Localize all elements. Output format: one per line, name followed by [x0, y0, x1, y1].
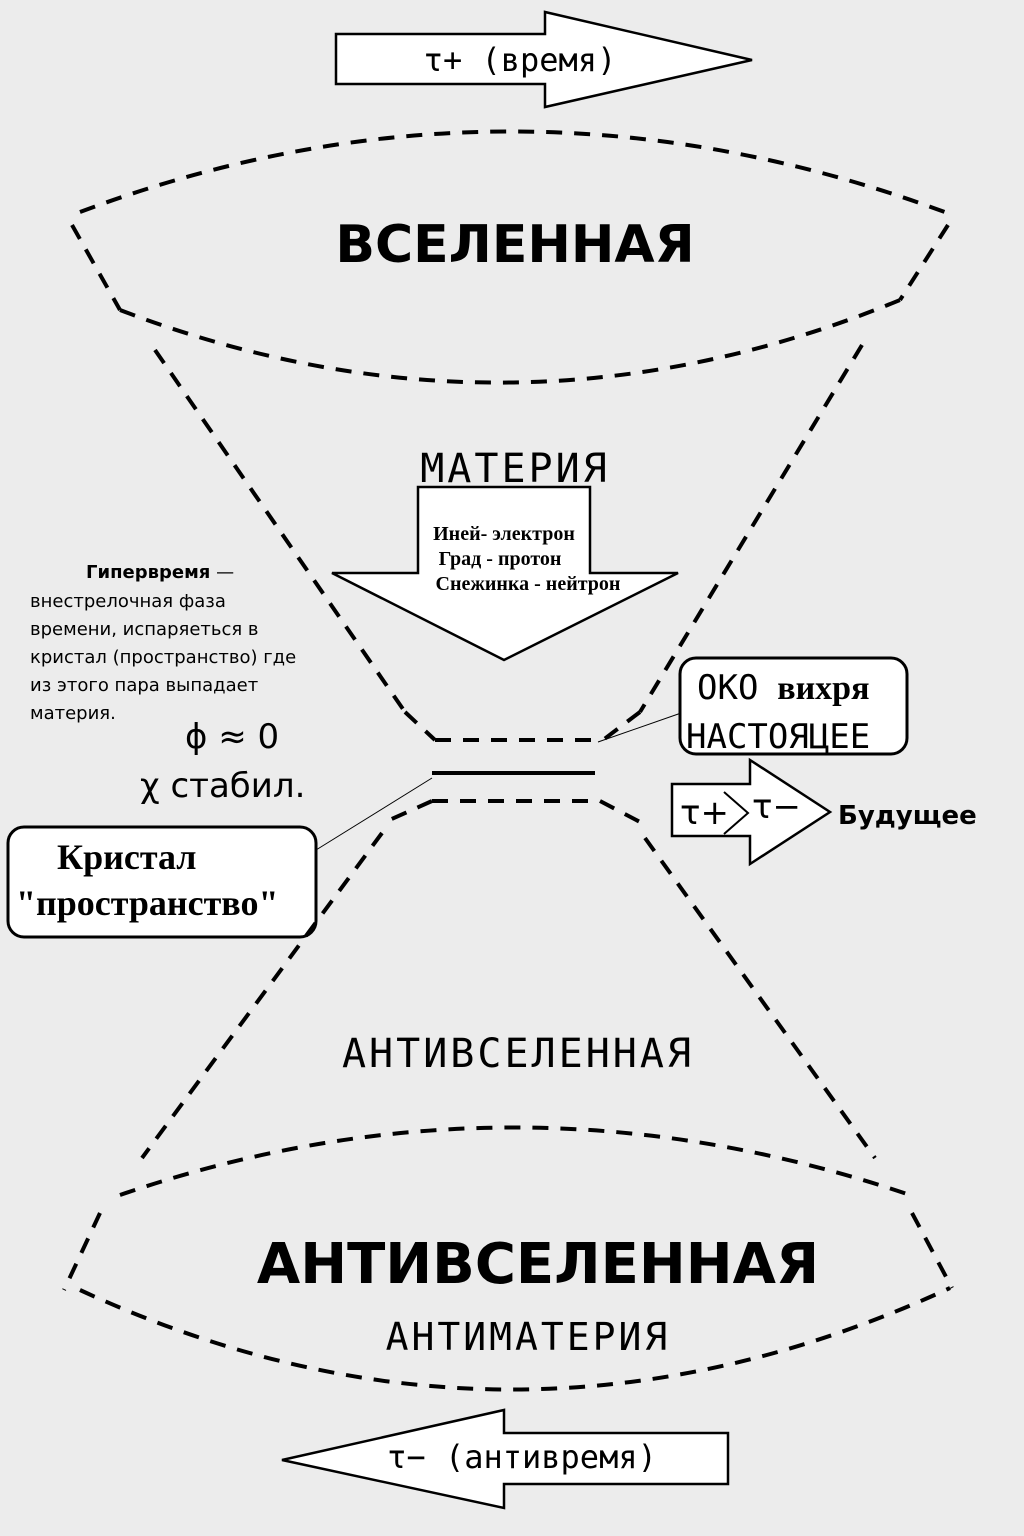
- future-from: τ+: [680, 793, 729, 833]
- hypertime-dash: —: [210, 562, 234, 583]
- time-arrow-shape: [334, 10, 753, 109]
- antimatter-label: АНТИМАТЕРИЯ: [386, 1315, 671, 1359]
- funnel-left-upper: [153, 348, 407, 714]
- eye-pointer-line: [597, 711, 685, 743]
- funnel-right-lower: [643, 836, 877, 1160]
- matter-label: МАТЕРИЯ: [420, 446, 610, 492]
- eye-word-2: вихря: [777, 670, 869, 707]
- hypertime-line-1: внестрелочная фаза: [30, 591, 226, 612]
- phi-formula: ϕ ≈ 0: [185, 717, 279, 757]
- chi-formula: χ стабил.: [140, 766, 305, 806]
- hypertime-note: Гипервремя — внестрелочная фаза времени,…: [30, 562, 296, 724]
- antitime-arrow-shape: [281, 1408, 730, 1510]
- universe-ellipse: [70, 129, 951, 385]
- future-caption: Будущее: [838, 801, 977, 831]
- antitime-arrow: τ− (антивремя): [281, 1408, 730, 1510]
- funnel-left-lower: [140, 831, 384, 1160]
- antiuniverse-upper-label: АНТИВСЕЛЕННАЯ: [342, 1031, 694, 1077]
- eye-word-1: ОКО: [697, 668, 758, 708]
- particles-arrow-shape: [331, 485, 679, 662]
- hypertime-line-3: кристал (пространство) где: [30, 647, 296, 668]
- particles-line-3: Снежинка - нейтрон: [436, 573, 621, 595]
- time-arrow: τ+ (время): [334, 10, 753, 109]
- particles-line-1: Иней- электрон: [433, 523, 575, 545]
- crystal-pointer-line: [315, 777, 433, 851]
- hypertime-line-2: времени, испаряеться в: [30, 619, 259, 640]
- eye-line-2: НАСТОЯЦЕЕ: [686, 717, 870, 757]
- future-arrow: τ+ τ− Будущее: [670, 757, 977, 867]
- antiuniverse-ellipse: [62, 1125, 954, 1392]
- hypertime-title: Гипервремя: [86, 562, 210, 583]
- particles-line-2: Град - протон: [439, 548, 562, 570]
- future-arrow-shape: [670, 757, 833, 867]
- universe-title: ВСЕЛЕННАЯ: [335, 215, 694, 275]
- particles-arrow: Иней- электрон Град - протон Снежинка - …: [331, 485, 679, 662]
- antiuniverse-title: АНТИВСЕЛЕННАЯ: [257, 1232, 819, 1297]
- hypertime-line-5: материя.: [30, 703, 116, 724]
- crystal-line-2: "пространство": [16, 883, 278, 923]
- hourglass-neck: [384, 710, 642, 824]
- svg-text:ОКО вихря: ОКО вихря: [697, 668, 870, 708]
- funnel-right-upper: [638, 343, 864, 714]
- crystal-line-1: Кристал: [57, 837, 196, 877]
- svg-text:Гипервремя —: Гипервремя —: [86, 562, 234, 583]
- antitime-arrow-label: τ− (антивремя): [387, 1438, 657, 1476]
- crystal-box: Кристал "пространство": [6, 825, 318, 939]
- hypertime-line-4: из этого пара выпадает: [30, 675, 258, 696]
- eye-box: ОКО вихря НАСТОЯЦЕЕ: [678, 656, 909, 757]
- future-to: τ−: [752, 787, 801, 827]
- time-arrow-label: τ+ (время): [424, 41, 617, 79]
